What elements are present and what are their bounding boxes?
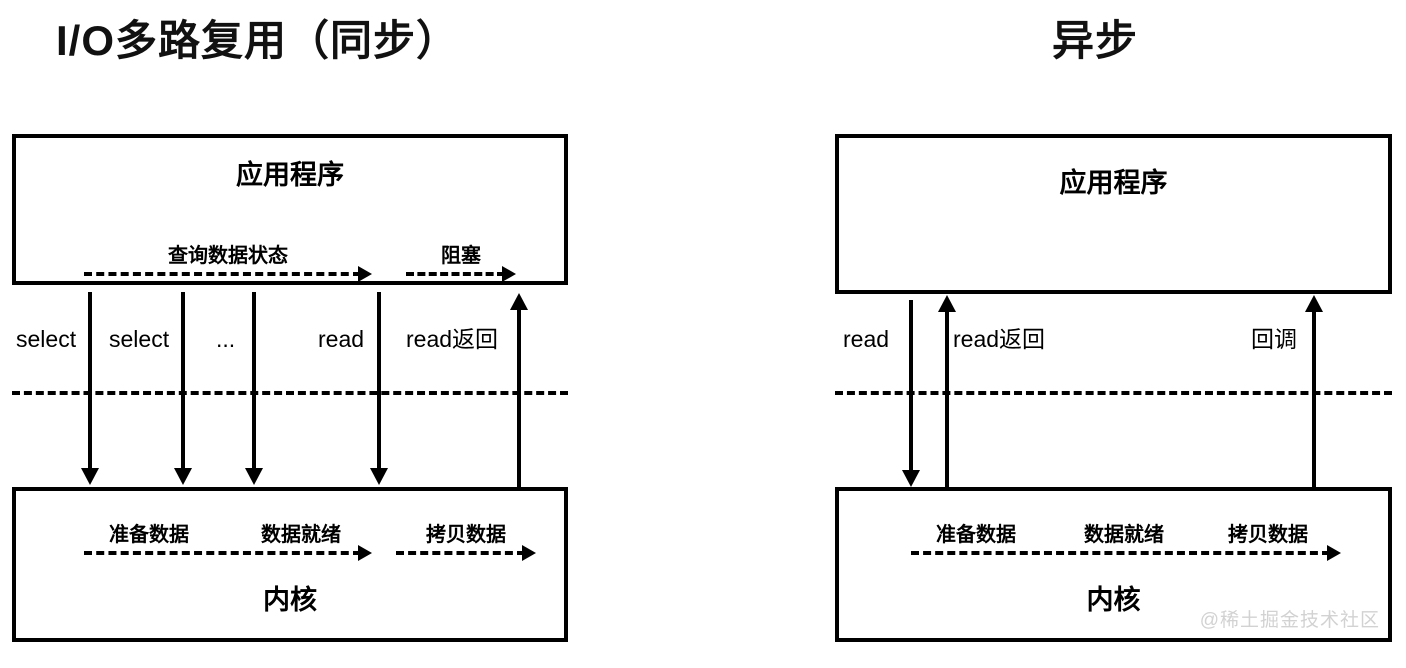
call-arrow-read-right — [909, 300, 913, 472]
call-label-read-return-right: read返回 — [953, 326, 1046, 352]
user-kernel-separator-right — [835, 391, 1392, 395]
call-label-callback: 回调 — [1251, 326, 1297, 352]
application-box-right: 应用程序 — [835, 134, 1392, 294]
flow-data-ready-label-right: 数据就绪 — [1084, 524, 1164, 546]
call-label-select-2: select — [109, 326, 170, 352]
call-label-read: read — [318, 326, 365, 352]
call-label-read-return: read返回 — [406, 326, 499, 352]
watermark: @稀土掘金技术社区 — [1199, 610, 1380, 631]
call-arrow-select-1 — [88, 292, 92, 470]
arrow-head-icon — [81, 468, 99, 485]
call-arrow-read-return-right — [945, 312, 949, 487]
flow-prepare-and-ready-data: 准备数据 数据就绪 — [84, 511, 372, 561]
application-box-left: 应用程序 查询数据状态 阻塞 — [12, 134, 568, 285]
dashed-line — [911, 551, 1330, 555]
flow-kernel-pipeline-right: 准备数据 数据就绪 拷贝数据 — [911, 511, 1341, 561]
call-label-select-1: select — [16, 326, 77, 352]
kernel-box-right: 准备数据 数据就绪 拷贝数据 内核 @稀土掘金技术社区 — [835, 487, 1392, 642]
flow-copy-data-label: 拷贝数据 — [426, 524, 506, 546]
arrow-head-icon — [502, 266, 516, 282]
call-arrow-read-return — [517, 310, 521, 487]
panel-title-async: 异步 — [1052, 17, 1139, 64]
flow-blocking: 阻塞 — [406, 232, 516, 282]
flow-prepare-data-label-right: 准备数据 — [936, 524, 1016, 546]
call-label-read-right: read — [843, 326, 890, 352]
arrow-head-icon — [174, 468, 192, 485]
application-box-label-right: 应用程序 — [1059, 168, 1168, 198]
panel-title-io-multiplexing: I/O多路复用（同步） — [56, 17, 460, 64]
call-arrow-select-2 — [181, 292, 185, 470]
arrow-head-icon — [510, 293, 528, 310]
application-box-label-left: 应用程序 — [236, 160, 344, 190]
flow-prepare-data-label: 准备数据 — [109, 524, 189, 546]
arrow-head-icon — [1327, 545, 1341, 561]
flow-copy-data-label-right: 拷贝数据 — [1228, 524, 1308, 546]
call-label-ellipsis: ... — [216, 326, 236, 352]
dashed-line — [84, 272, 361, 276]
kernel-box-label-left: 内核 — [263, 585, 317, 615]
flow-copy-data: 拷贝数据 — [396, 511, 536, 561]
panel-async: 异步 应用程序 read read返回 回调 准备数据 数据就绪 拷贝数据 内核… — [703, 0, 1406, 668]
arrow-head-icon — [938, 295, 956, 312]
arrow-head-icon — [522, 545, 536, 561]
arrow-head-icon — [902, 470, 920, 487]
panel-io-multiplexing: I/O多路复用（同步） 应用程序 查询数据状态 阻塞 select select… — [12, 17, 568, 642]
flow-blocking-label: 阻塞 — [441, 245, 481, 267]
dashed-line — [406, 272, 505, 276]
call-arrow-callback — [1312, 312, 1316, 487]
flow-query-data-state: 查询数据状态 — [84, 232, 372, 282]
arrow-head-icon — [245, 468, 263, 485]
dashed-line — [84, 551, 361, 555]
call-arrow-ellipsis — [252, 292, 256, 470]
kernel-box-label-right: 内核 — [1086, 585, 1141, 615]
call-arrow-read — [377, 292, 381, 470]
dashed-line — [396, 551, 525, 555]
kernel-box-left: 准备数据 数据就绪 拷贝数据 内核 — [12, 487, 568, 642]
arrow-head-icon — [358, 545, 372, 561]
flow-query-data-state-label: 查询数据状态 — [168, 245, 288, 267]
arrow-head-icon — [358, 266, 372, 282]
arrow-head-icon — [370, 468, 388, 485]
user-kernel-separator-left — [12, 391, 568, 395]
arrow-head-icon — [1305, 295, 1323, 312]
flow-data-ready-label: 数据就绪 — [261, 524, 341, 546]
